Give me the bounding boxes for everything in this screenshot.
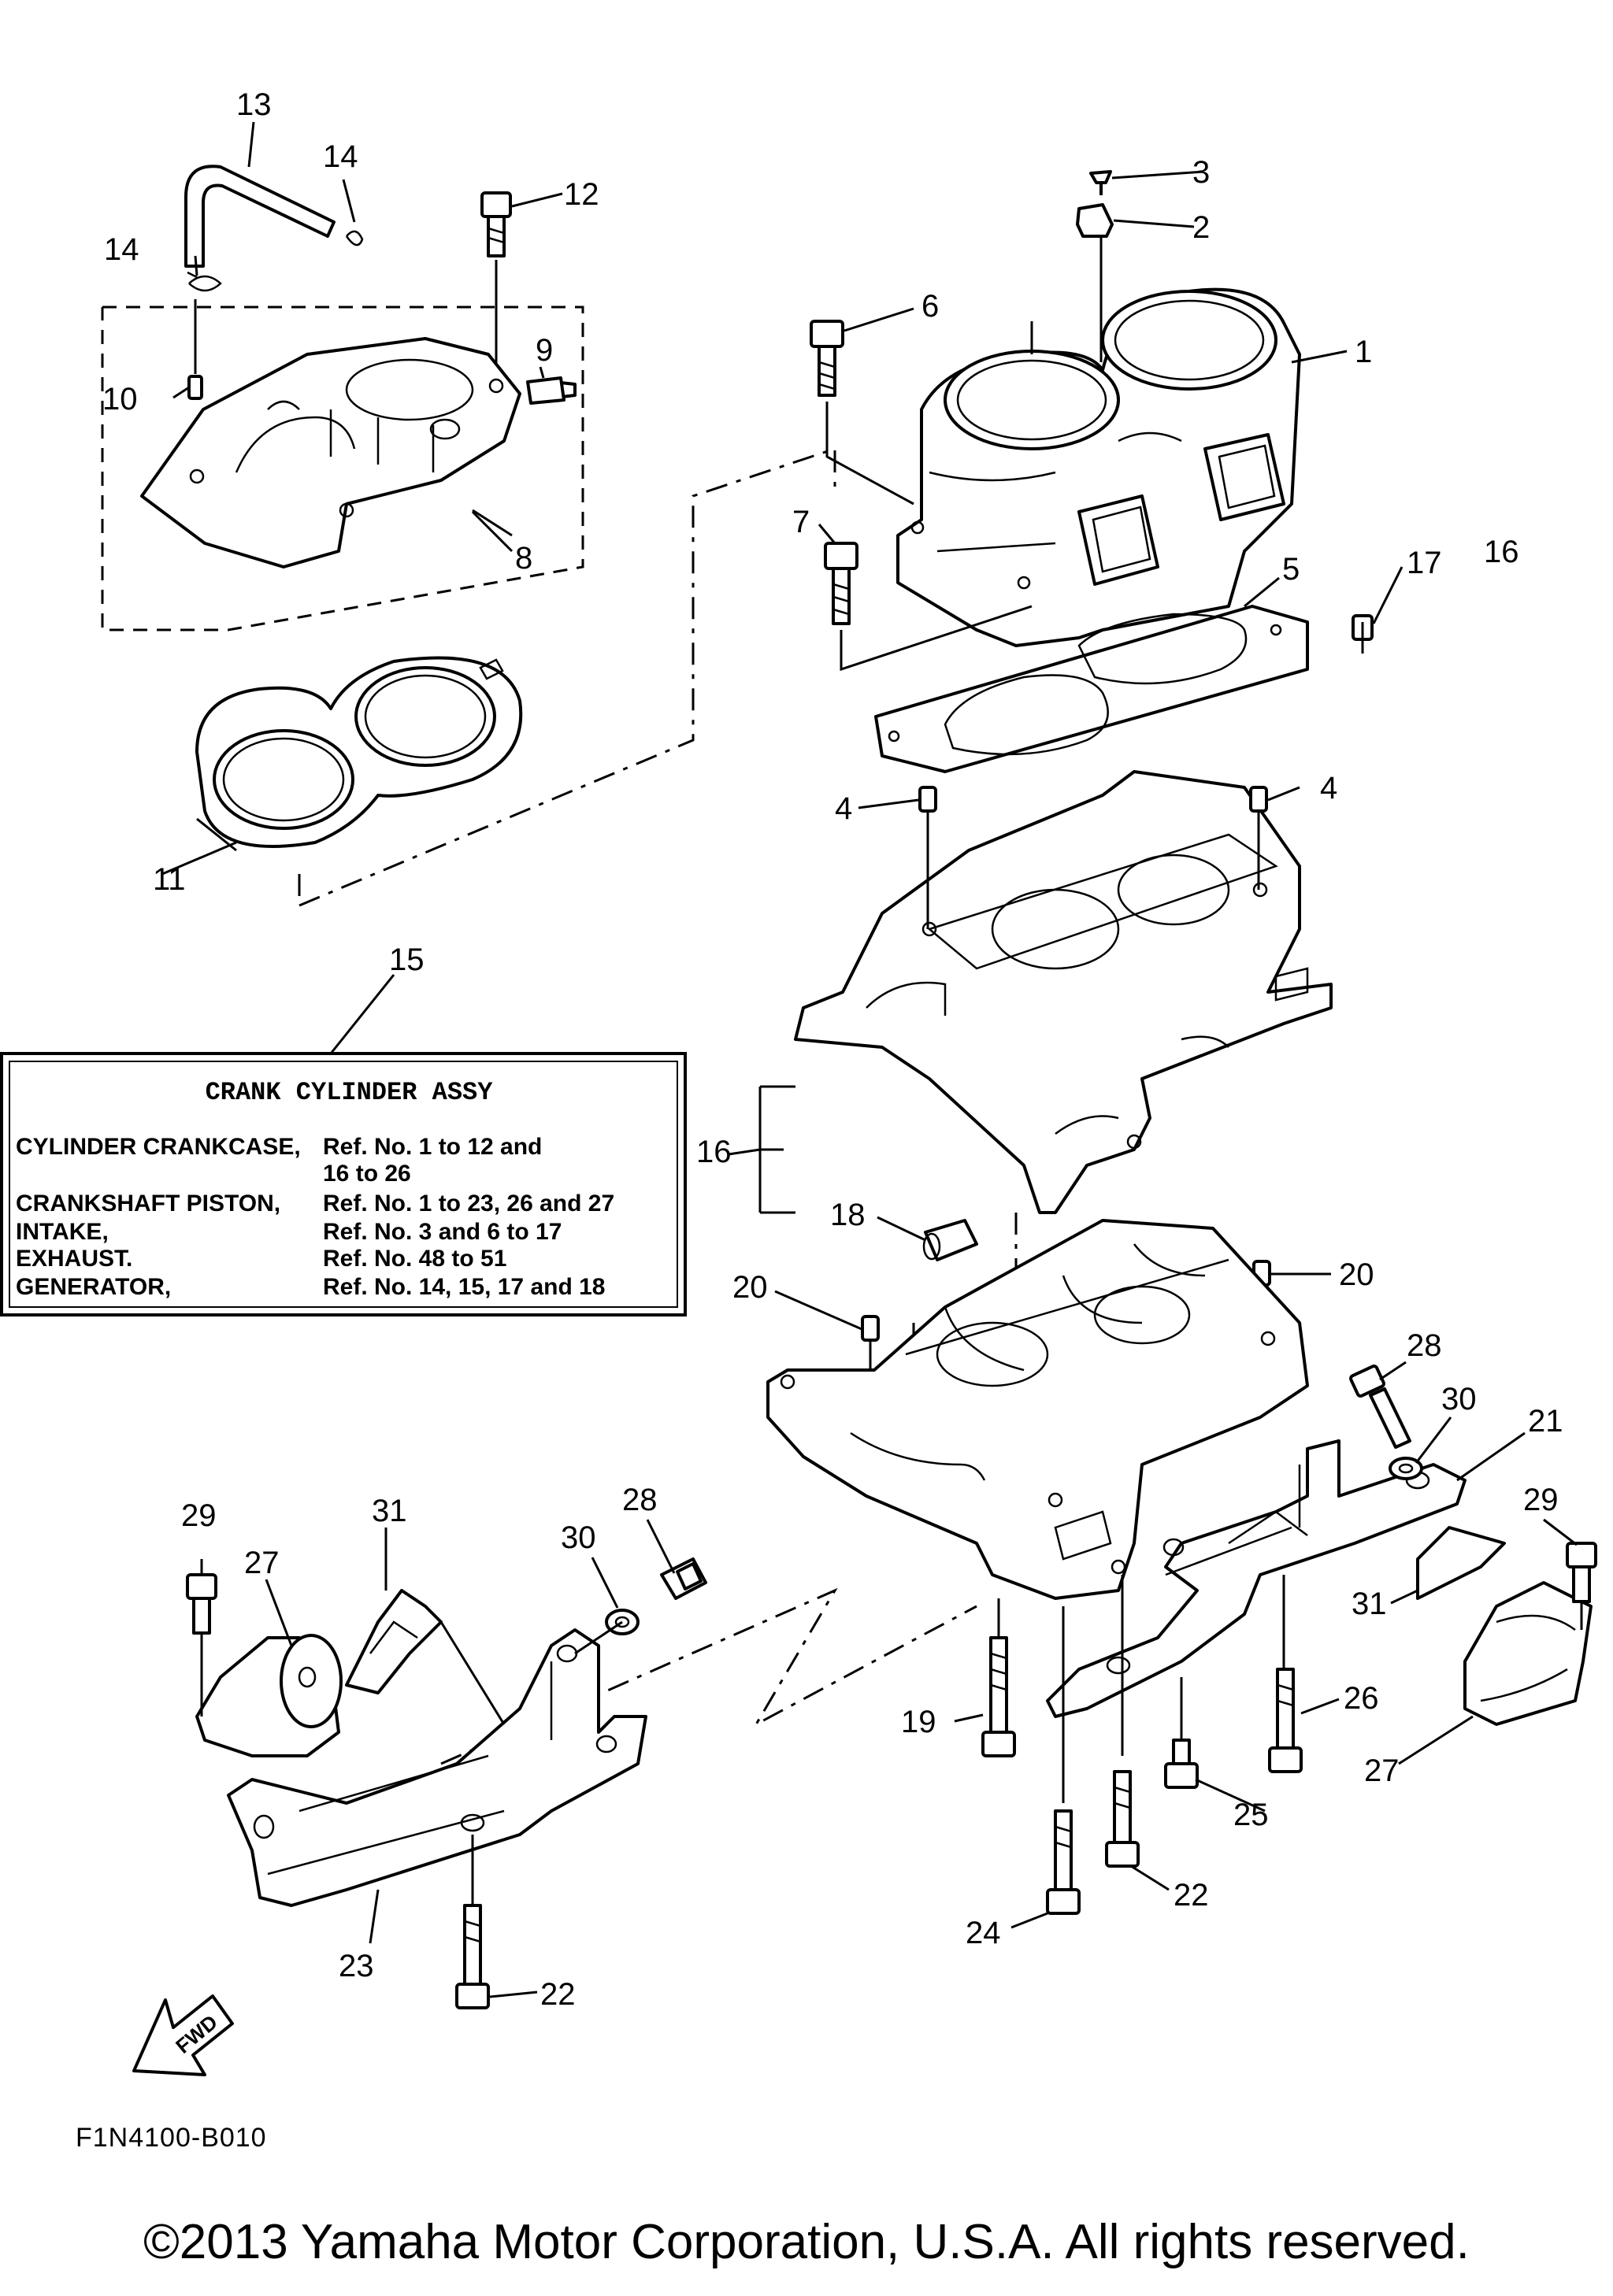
callout-4b: 4 xyxy=(1320,771,1337,805)
cylinder-1 xyxy=(896,287,1301,647)
callout-30a: 30 xyxy=(561,1520,596,1555)
callout-20a: 20 xyxy=(732,1270,768,1305)
leader-lines xyxy=(161,121,1578,1998)
fitting-9 xyxy=(526,376,577,405)
callout-11: 11 xyxy=(153,862,186,897)
callout-15: 15 xyxy=(389,942,425,977)
callout-13: 13 xyxy=(236,87,272,122)
callout-12: 12 xyxy=(564,177,599,212)
assy-row-ref: Ref. No. 1 to 23, 26 and 27 xyxy=(323,1191,614,1217)
bolt-7 xyxy=(824,542,858,625)
dowel-4a xyxy=(918,786,937,813)
callout-29b: 29 xyxy=(1523,1483,1559,1517)
bolt-29a xyxy=(186,1573,217,1635)
callout-14a: 14 xyxy=(323,139,358,174)
assy-row-ref: Ref. No. 3 and 6 to 17 xyxy=(323,1219,562,1245)
washer-30b xyxy=(1389,1457,1423,1480)
assy-box: CRANK CYLINDER ASSY CYLINDER CRANKCASE, … xyxy=(0,1052,687,1316)
callout-24: 24 xyxy=(966,1916,1001,1950)
screw-3 xyxy=(1089,170,1112,195)
callout-28a: 28 xyxy=(622,1483,658,1517)
callout-9: 9 xyxy=(536,333,553,368)
callout-4a: 4 xyxy=(835,791,852,826)
callout-22b: 22 xyxy=(1174,1878,1209,1913)
copyright-notice: ©2013 Yamaha Motor Corporation, U.S.A. A… xyxy=(143,2215,1470,2269)
assy-row-name: EXHAUST. xyxy=(16,1246,132,1272)
callout-23: 23 xyxy=(339,1949,374,1983)
engine-mount-23 xyxy=(227,1628,647,1907)
bolt-24 xyxy=(1046,1809,1081,1915)
mount-27b xyxy=(1463,1581,1593,1726)
bolt-22b xyxy=(1105,1770,1140,1868)
dowel-20a xyxy=(861,1315,880,1342)
callout-7: 7 xyxy=(792,505,810,539)
engine-mount-21 xyxy=(1046,1439,1467,1718)
callout-10: 10 xyxy=(102,382,138,417)
bolt-26 xyxy=(1268,1668,1303,1773)
bolt-25 xyxy=(1164,1739,1199,1789)
bolt-28a xyxy=(660,1557,707,1600)
dowel-4b xyxy=(1249,786,1268,813)
bolt-19 xyxy=(981,1636,1016,1757)
callout-18: 18 xyxy=(830,1198,866,1232)
callout-8: 8 xyxy=(515,541,532,576)
callout-16a: 16 xyxy=(1484,535,1519,569)
bolt-29b xyxy=(1566,1542,1597,1603)
hose-13 xyxy=(184,165,336,268)
bolt-28b xyxy=(1349,1365,1411,1449)
callout-14b: 14 xyxy=(104,232,139,267)
callout-6: 6 xyxy=(921,289,939,324)
assy-row-name: INTAKE, xyxy=(16,1219,109,1245)
bolt-12 xyxy=(480,191,512,257)
assy-row-ref: 16 to 26 xyxy=(323,1161,411,1187)
clamp-14b xyxy=(345,230,364,246)
callout-30b: 30 xyxy=(1441,1382,1477,1416)
assy-row-ref: Ref. No. 1 to 12 and xyxy=(323,1134,542,1160)
callout-26: 26 xyxy=(1344,1681,1379,1716)
callout-19: 19 xyxy=(901,1705,936,1739)
gasket-11 xyxy=(195,656,523,852)
callout-2: 2 xyxy=(1192,210,1210,245)
clamp-14a xyxy=(187,271,222,292)
assy-row-ref: Ref. No. 14, 15, 17 and 18 xyxy=(323,1274,606,1300)
assy-row-name: CYLINDER CRANKCASE, xyxy=(16,1134,301,1160)
dowel-10 xyxy=(187,375,203,400)
diagram-code: F1N4100-B010 xyxy=(76,2123,267,2153)
callout-27a: 27 xyxy=(244,1546,280,1580)
bush-18 xyxy=(924,1219,978,1261)
bolt-6 xyxy=(810,320,844,397)
callout-27b: 27 xyxy=(1364,1753,1400,1788)
callout-17: 17 xyxy=(1407,546,1442,580)
bolt-22a xyxy=(455,1904,490,2009)
lower-crankcase xyxy=(766,1219,1309,1600)
callout-22a: 22 xyxy=(540,1977,576,2012)
assy-row-name: CRANKSHAFT PISTON, xyxy=(16,1191,280,1217)
assy-box-title: CRANK CYLINDER ASSY xyxy=(206,1078,494,1107)
callout-20b: 20 xyxy=(1339,1257,1374,1292)
callout-21: 21 xyxy=(1528,1404,1563,1439)
callout-3: 3 xyxy=(1192,155,1210,190)
stopper-31b xyxy=(1416,1526,1506,1600)
callout-25: 25 xyxy=(1233,1798,1269,1832)
callout-28b: 28 xyxy=(1407,1328,1442,1363)
fwd-arrow: FWD xyxy=(132,1994,234,2076)
callout-5: 5 xyxy=(1282,552,1300,587)
intake-group xyxy=(101,165,584,631)
base-gasket-5 xyxy=(874,605,1309,773)
assy-row-name: GENERATOR, xyxy=(16,1274,171,1300)
callouts: 1 2 3 4 4 5 6 7 8 9 10 11 12 13 14 14 15… xyxy=(102,87,1563,2012)
callout-1: 1 xyxy=(1355,335,1372,369)
upper-crankcase-16 xyxy=(794,770,1333,1214)
callout-31b: 31 xyxy=(1352,1587,1387,1621)
callout-16b: 16 xyxy=(696,1135,732,1169)
mount-27a xyxy=(195,1634,343,1757)
callout-31a: 31 xyxy=(372,1494,407,1528)
callout-29a: 29 xyxy=(181,1498,217,1533)
sensor-2 xyxy=(1076,203,1114,238)
stopper-31a xyxy=(345,1589,443,1694)
assy-row-ref: Ref. No. 48 to 51 xyxy=(323,1246,506,1272)
